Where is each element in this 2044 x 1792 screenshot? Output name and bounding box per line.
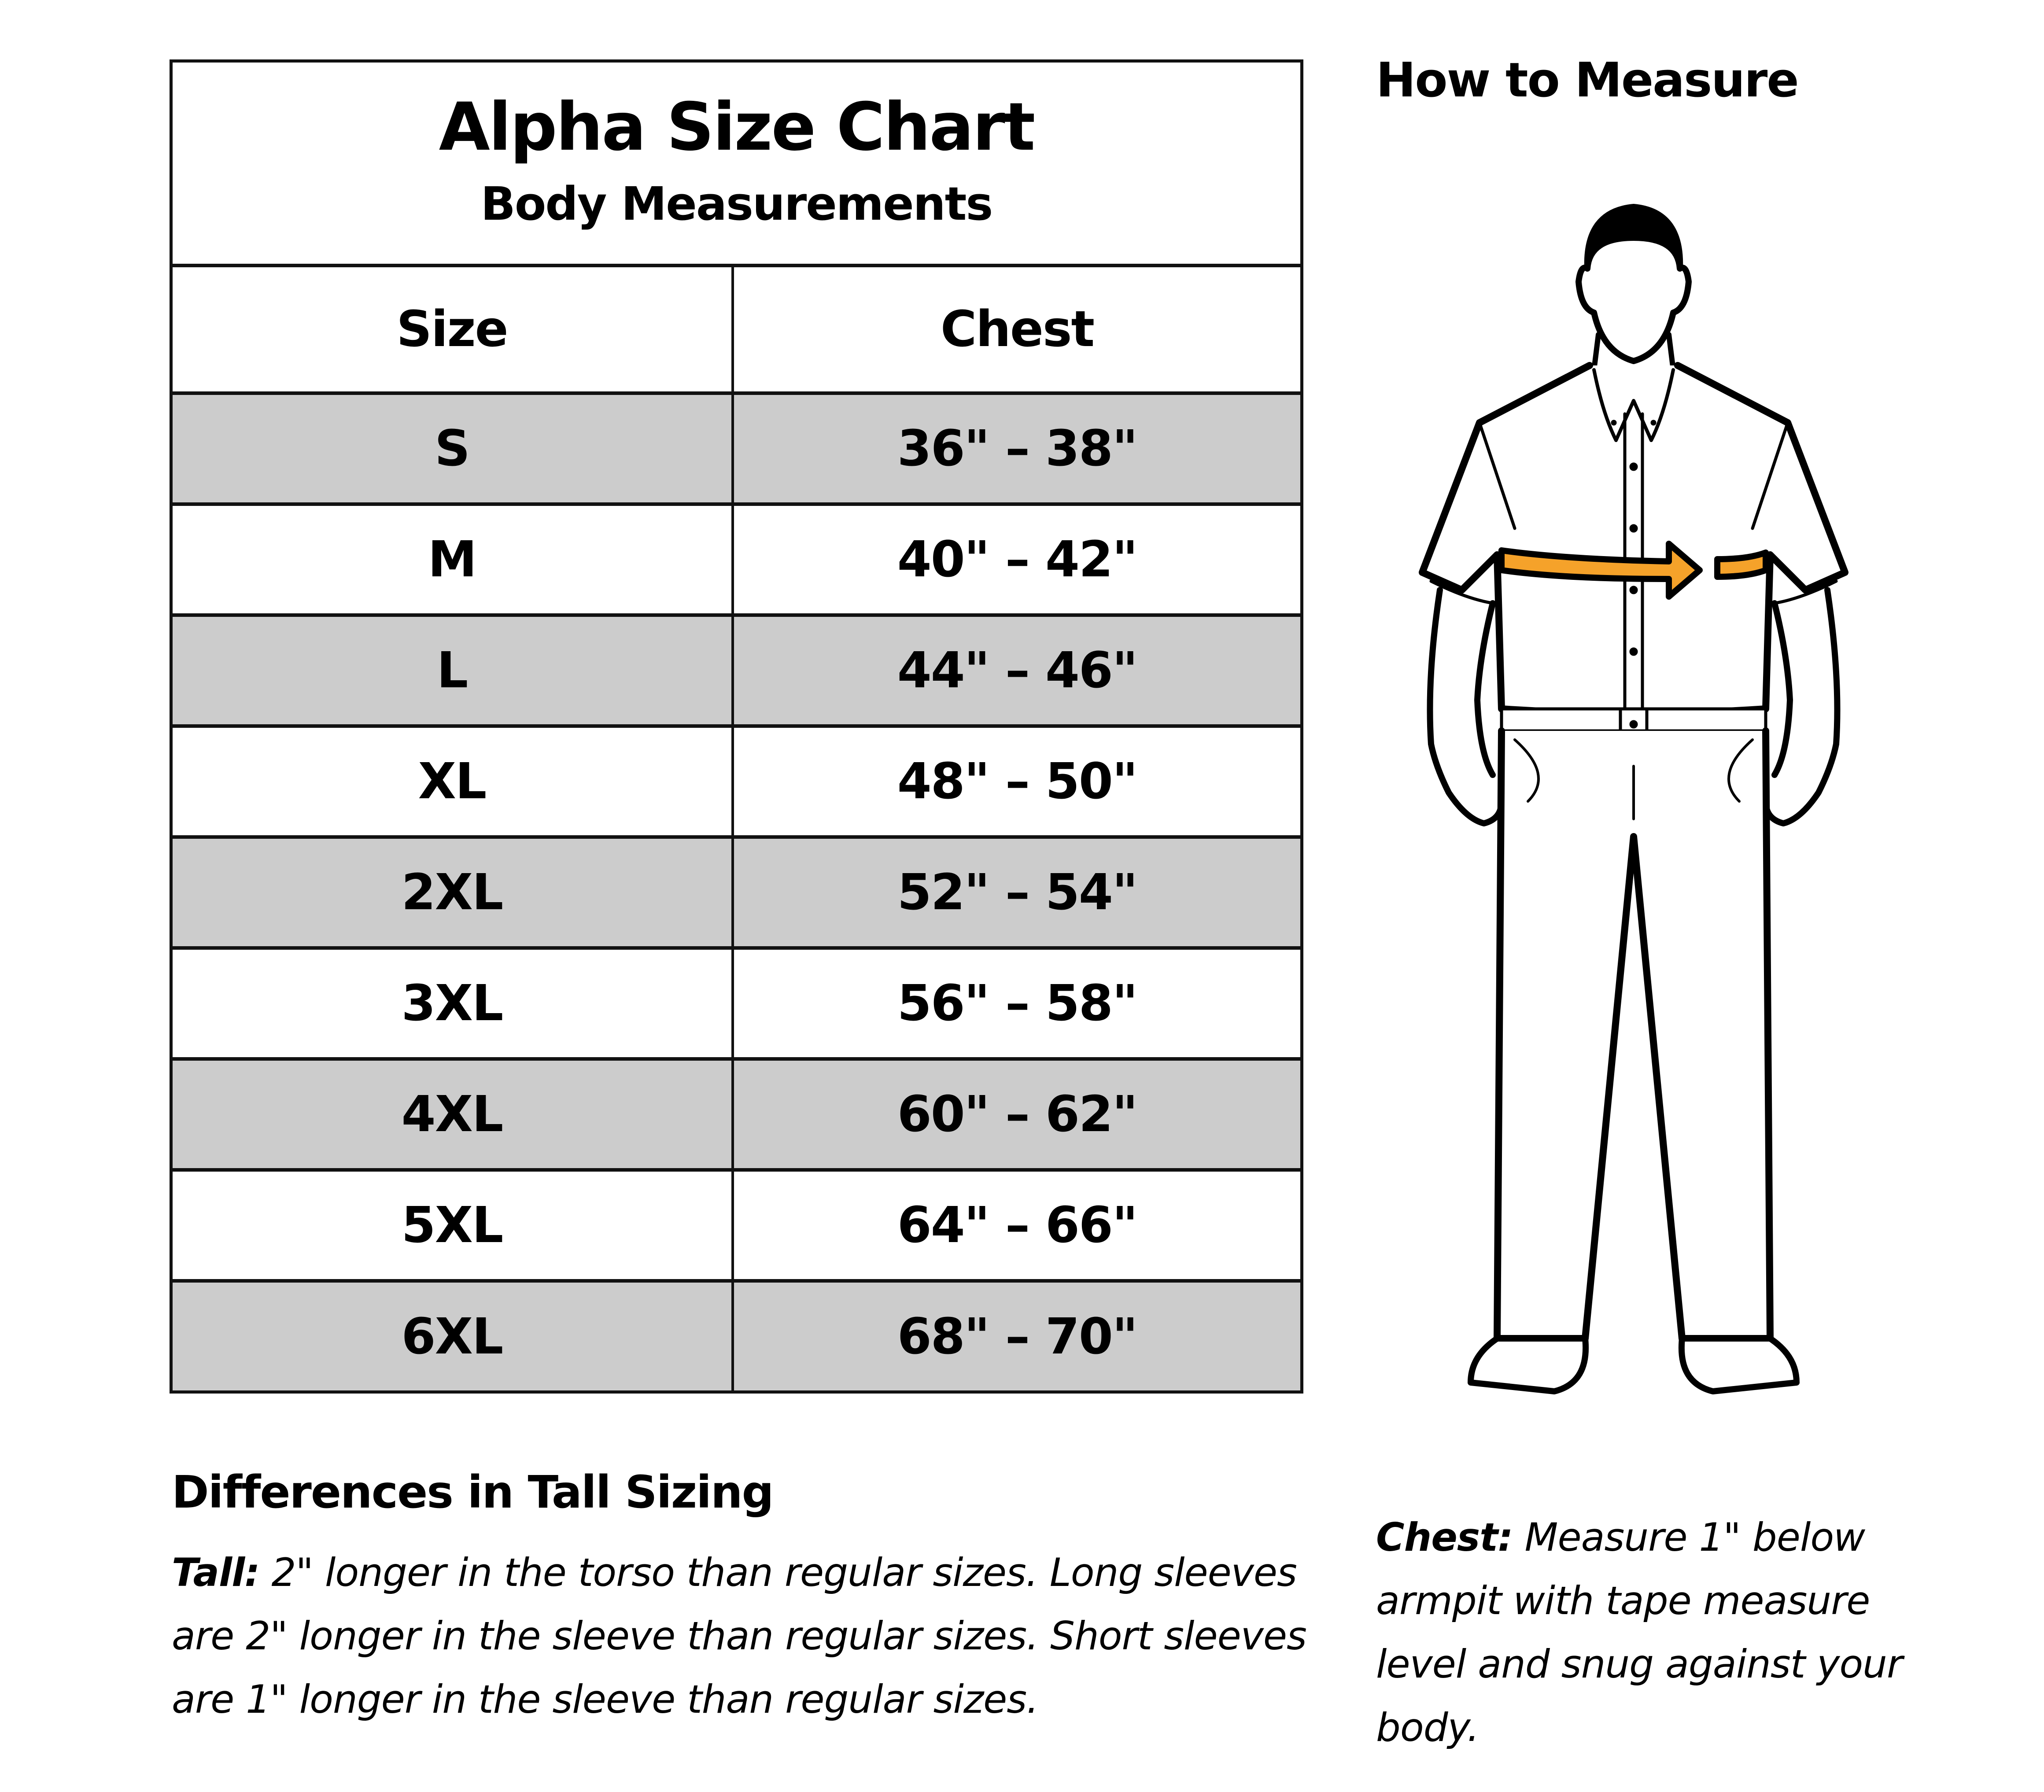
size-cell: XL [173, 728, 734, 835]
size-cell: 4XL [173, 1061, 734, 1168]
chest-cell: 40" – 42" [897, 531, 1138, 588]
size-cell: 3XL [173, 950, 734, 1057]
chest-cell: 60" – 62" [897, 1086, 1138, 1143]
man-measure-illustration-icon [1419, 204, 1848, 1394]
tall-text: 2" longer in the torso than regular size… [172, 1550, 1307, 1722]
size-cell: M [173, 506, 734, 613]
size-cell: 6XL [173, 1283, 734, 1390]
chest-cell: 52" – 54" [897, 864, 1138, 921]
chest-cell: 56" – 58" [897, 975, 1138, 1032]
column-header-chest: Chest [940, 301, 1095, 358]
table-row: 4XL 60" – 62" [173, 1061, 1300, 1172]
chest-cell: 64" – 66" [897, 1197, 1138, 1254]
tall-label: Tall: [172, 1550, 260, 1595]
table-row: 3XL 56" – 58" [173, 950, 1300, 1061]
how-to-measure-heading: How to Measure [1376, 53, 1799, 108]
size-cell: 5XL [173, 1172, 734, 1279]
chest-measure-note: Chest: Measure 1" below armpit with tape… [1376, 1506, 1904, 1759]
size-chart-table: Alpha Size Chart Body Measurements Size … [170, 59, 1303, 1394]
table-row: M 40" – 42" [173, 506, 1300, 617]
tall-sizing-description: Tall: 2" longer in the torso than regula… [172, 1541, 1317, 1731]
tall-sizing-heading: Differences in Tall Sizing [172, 1466, 774, 1519]
size-chart-title-box: Alpha Size Chart Body Measurements [173, 63, 1300, 267]
table-row: S 36" – 38" [173, 395, 1300, 506]
table-row: 2XL 52" – 54" [173, 839, 1300, 950]
table-row: XL 48" – 50" [173, 728, 1300, 839]
chest-cell: 48" – 50" [897, 753, 1138, 810]
table-row: 5XL 64" – 66" [173, 1172, 1300, 1283]
chest-cell: 68" – 70" [897, 1308, 1138, 1365]
size-cell: S [173, 395, 734, 502]
size-cell: L [173, 617, 734, 724]
chest-note-label: Chest: [1376, 1515, 1513, 1560]
table-row: 6XL 68" – 70" [173, 1283, 1300, 1390]
column-header-size: Size [173, 267, 734, 391]
size-cell: 2XL [173, 839, 734, 946]
chart-title: Alpha Size Chart [439, 89, 1036, 166]
table-row: L 44" – 46" [173, 617, 1300, 728]
chest-note-text: Measure 1" below armpit with tape measur… [1376, 1515, 1903, 1750]
chart-subtitle: Body Measurements [480, 177, 993, 231]
table-header-row: Size Chest [173, 267, 1300, 395]
chest-cell: 44" – 46" [897, 642, 1138, 699]
chest-cell: 36" – 38" [897, 420, 1138, 477]
